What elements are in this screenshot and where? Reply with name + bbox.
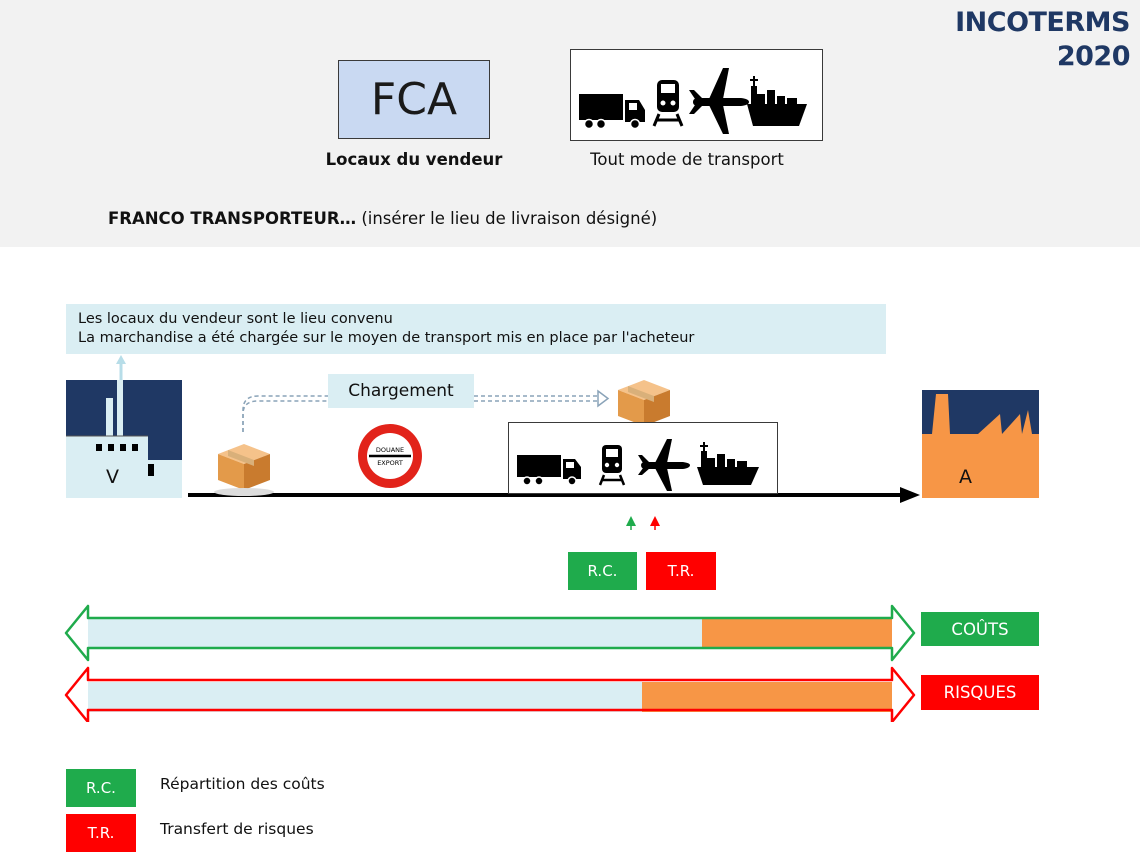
note-line-1: Les locaux du vendeur sont le lieu conve…	[78, 311, 393, 327]
box-icon	[618, 380, 670, 426]
transport-box	[508, 422, 778, 494]
truck-icon	[517, 455, 581, 486]
truck-icon	[579, 94, 645, 130]
customs-line-2: EXPORT	[377, 459, 403, 467]
risks-label: RISQUES	[921, 675, 1039, 710]
legend-cost-tag: R.C.	[66, 769, 136, 807]
costs-label: COÛTS	[921, 612, 1039, 646]
seller-label: V	[106, 466, 119, 488]
term-place: Locaux du vendeur	[325, 150, 503, 169]
note-line-2: La marchandise a été chargée sur le moye…	[78, 330, 695, 346]
legend-cost-text: Répartition des coûts	[160, 775, 325, 793]
transport-mode-box	[570, 49, 823, 141]
title-line-2: 2020	[1056, 41, 1131, 72]
note-box: Les locaux du vendeur sont le lieu conve…	[66, 304, 886, 354]
transport-mode-label: Tout mode de transport	[590, 150, 784, 169]
rule-name: FRANCO TRANSPORTEUR…	[108, 209, 357, 228]
responsibility-bars	[64, 604, 916, 722]
airplane-icon	[638, 439, 690, 491]
term-code: FCA	[370, 74, 458, 125]
loading-label: Chargement	[328, 374, 474, 408]
ship-icon	[747, 76, 807, 126]
costs-bar	[64, 604, 916, 662]
legend-risk-text: Transfert de risques	[160, 820, 314, 838]
main-route-arrow	[188, 487, 920, 503]
ship-icon	[697, 442, 759, 485]
legend-risk-tag: T.R.	[66, 814, 136, 852]
buyer-label: A	[959, 466, 972, 488]
risk-transfer-arrow	[650, 516, 660, 530]
customs-line-1: DOUANE	[376, 446, 404, 454]
risk-transfer-tag: T.R.	[646, 552, 716, 590]
buyer-factory	[922, 390, 1039, 498]
incoterms-title: INCOTERMS 2020	[955, 6, 1130, 74]
airplane-icon	[689, 68, 749, 134]
factory-icon	[66, 380, 182, 498]
cost-transfer-arrow	[626, 516, 636, 530]
cost-split-tag: R.C.	[568, 552, 637, 590]
customs-sign-icon: DOUANE EXPORT	[358, 424, 422, 488]
transport-icons	[579, 68, 807, 134]
risks-bar	[64, 666, 916, 722]
flow-diagram: DOUANE EXPORT	[116, 355, 920, 530]
transport-icons	[517, 439, 759, 491]
rule-suffix: (insérer le lieu de livraison désigné)	[356, 209, 658, 228]
title-line-1: INCOTERMS	[955, 7, 1130, 38]
seller-factory	[66, 380, 182, 498]
rule-line: FRANCO TRANSPORTEUR… (insérer le lieu de…	[108, 209, 657, 228]
factory-icon	[922, 390, 1039, 498]
term-code-box: FCA	[338, 60, 490, 139]
box-icon	[214, 444, 274, 496]
train-icon	[652, 80, 684, 127]
loading-path-arrowhead	[597, 389, 610, 408]
loading-path	[242, 395, 598, 432]
train-icon	[598, 445, 626, 486]
up-arrow	[116, 355, 126, 382]
